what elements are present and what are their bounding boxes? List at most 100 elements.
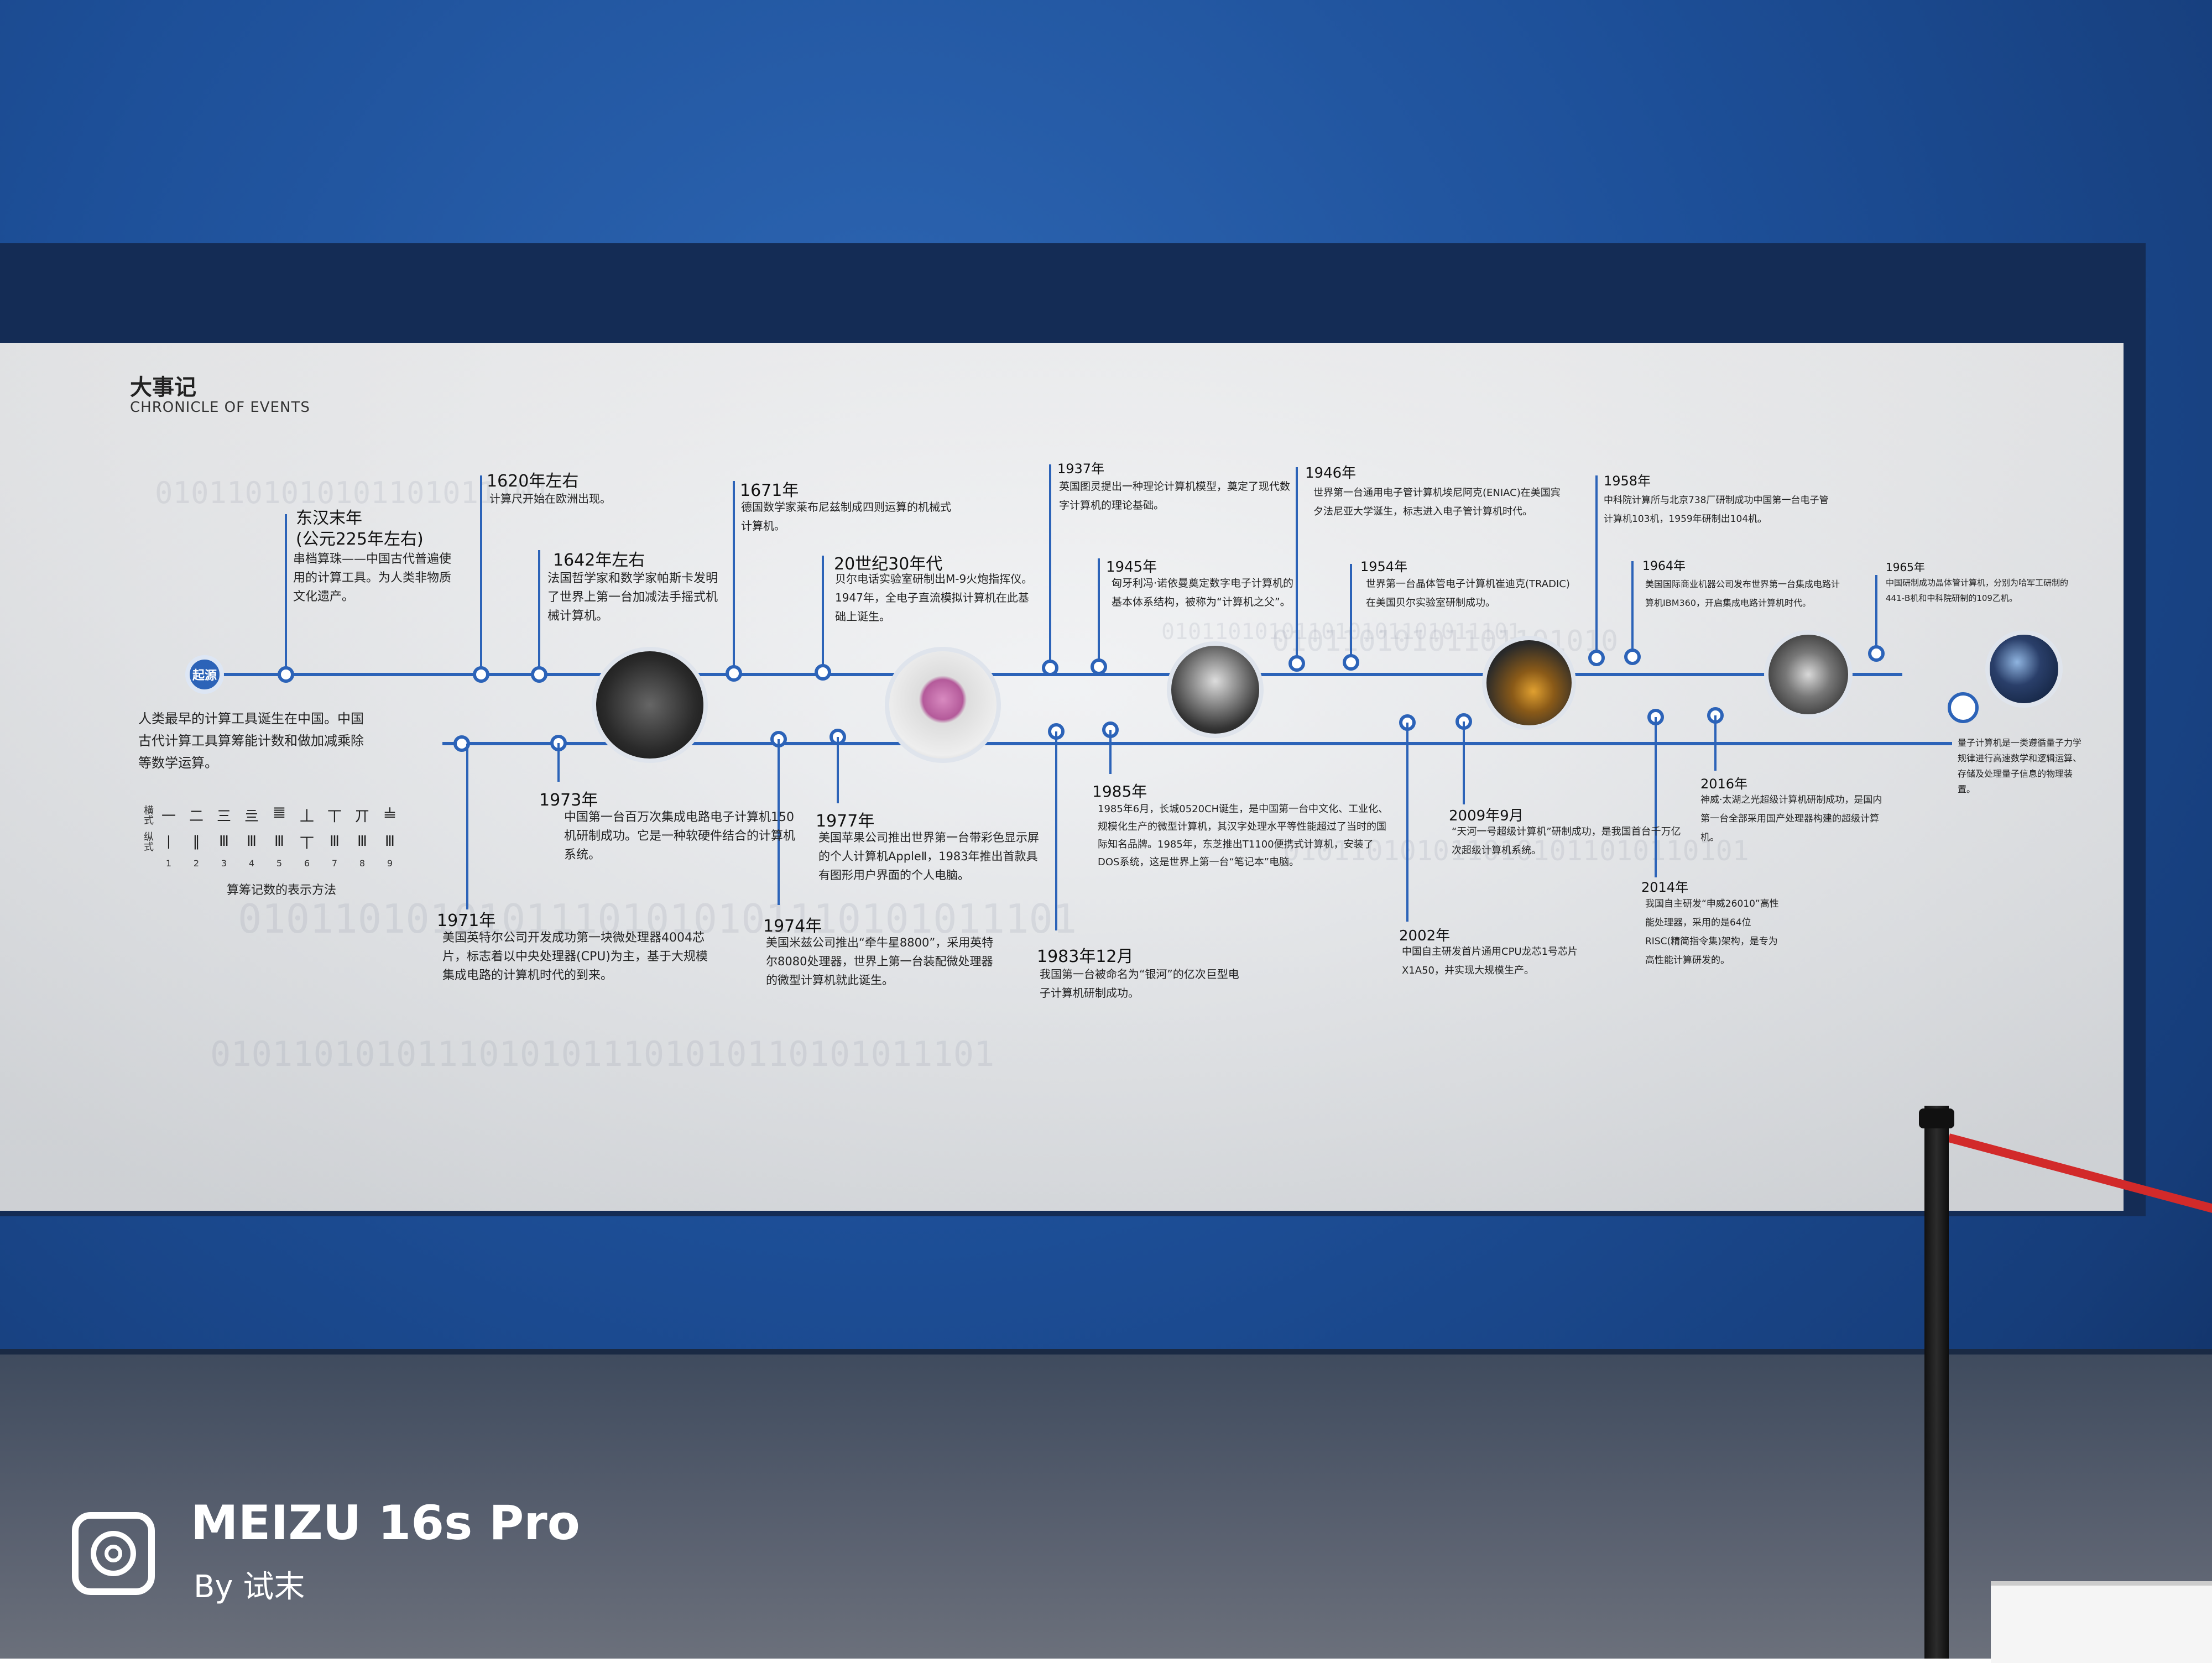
connector xyxy=(822,556,824,673)
event-text: 美国苹果公司推出世界第一台带彩色显示屏的个人计算机AppleⅡ，1983年推出首… xyxy=(818,831,1039,882)
board-subtitle: CHRONICLE OF EVENTS xyxy=(130,399,310,416)
watermark-brand: MEIZU 16s Pro xyxy=(191,1495,580,1551)
event-year: 1971年 xyxy=(437,911,496,930)
event-text: 神威·太湖之光超级计算机研制成功，是国内第一台全部采用国产处理器构建的超级计算机… xyxy=(1700,794,1882,843)
rod-number: 4 xyxy=(248,857,255,869)
event-text: 美国英特尔公司开发成功第一块微处理器4004芯片，标志着以中央处理器(CPU)为… xyxy=(442,931,708,982)
rod-symbol: Ⅲ xyxy=(357,833,367,850)
sunway-photo xyxy=(1764,630,1853,719)
timeline-dot xyxy=(1588,650,1605,666)
event-year: 1642年左右 xyxy=(553,551,645,570)
event-year: 东汉末年 xyxy=(296,509,362,528)
rod-symbol: Ⅲ xyxy=(247,833,257,850)
rod-number: 9 xyxy=(387,857,393,869)
event-text: 计算尺开始在欧洲出现。 xyxy=(489,492,611,505)
event-text: 法国哲学家和数学家帕斯卡发明了世界上第一台加减法手摇式机械计算机。 xyxy=(547,572,718,623)
timeline-dot xyxy=(1343,654,1359,671)
connector xyxy=(1655,717,1657,877)
event-text: 美国国际商业机器公司发布世界第一台集成电路计算机IBM360，开启集成电路计算机… xyxy=(1645,579,1840,608)
event-text: 中国自主研发首片通用CPU龙芯1号芯片X1A50，并实现大规模生产。 xyxy=(1402,946,1578,976)
barrier-post xyxy=(1924,1106,1949,1659)
event-year-sub: (公元225年左右) xyxy=(296,530,424,549)
rod-symbol: 丅 xyxy=(327,808,342,825)
event-text: 中科院计算所与北京738厂研制成功中国第一台电子管计算机103机，1959年研制… xyxy=(1604,495,1829,525)
board-title: 大事记 xyxy=(130,375,196,400)
binary-decoration: 01011010101101101010 xyxy=(1272,625,1619,658)
rod-number: 1 xyxy=(165,857,172,869)
event-text: 匈牙利冯·诺依曼奠定数字电子计算机的基本体系结构，被称为“计算机之父”。 xyxy=(1112,577,1294,608)
connector xyxy=(837,737,839,803)
event-year: 1985年 xyxy=(1092,782,1147,801)
connector xyxy=(480,475,482,674)
event-text: 贝尔电话实验室研制出M-9火炮指挥仪。1947年，全电子直流模拟计算机在此基础上… xyxy=(835,572,1033,623)
event-year: 2009年9月 xyxy=(1449,808,1524,824)
timeline-dot xyxy=(1868,645,1885,662)
timeline-dot xyxy=(531,666,547,683)
binary-decoration: 0101101010101101011101 xyxy=(155,475,551,510)
camera-ring-icon xyxy=(91,1531,136,1576)
rod-symbol: 亖 xyxy=(244,808,259,825)
connector xyxy=(1055,731,1057,930)
connector xyxy=(1109,730,1112,774)
rod-symbol: Ⅲ xyxy=(385,833,395,850)
event-text: 中国第一台百万次集成电路电子计算机150机研制成功。它是一种软硬件结合的计算机系… xyxy=(564,810,796,862)
rod-symbol: 丄 xyxy=(299,808,314,825)
display-table-edge xyxy=(1991,1581,2212,1663)
rod-number: 5 xyxy=(276,857,283,869)
event-text: 1985年6月，长城0520CH诞生，是中国第一台中文化、工业化、规模化生产的微… xyxy=(1098,803,1389,868)
rod-symbol: 三 xyxy=(216,808,231,825)
connector xyxy=(1714,715,1717,771)
counting-rods-table: 横式 一 二 三 亖 𝍤 丄 丅 丌 𝍧 纵式 丨 ‖ Ⅲ Ⅲ Ⅲ 丅 Ⅲ Ⅲ … xyxy=(133,802,420,871)
event-year: 1671年 xyxy=(740,481,799,500)
timeline-dot xyxy=(1288,655,1305,672)
barrier-post-cap xyxy=(1919,1108,1954,1128)
rod-symbol: 二 xyxy=(189,808,204,825)
timeline-dot xyxy=(815,664,831,681)
connector xyxy=(538,550,540,674)
watermark-author: By 试末 xyxy=(194,1569,305,1605)
quantum-computer-photo xyxy=(1985,630,2063,708)
event-text: 我国自主研发“申威26010”高性能处理器，采用的是64位RISC(精简指令集)… xyxy=(1645,898,1779,966)
event-year: 1620年左右 xyxy=(487,472,579,491)
connector xyxy=(733,481,735,674)
connector xyxy=(466,744,468,909)
quantum-text: 量子计算机是一类遵循量子力学规律进行高速数学和逻辑运算、存储及处理量子信息的物理… xyxy=(1958,738,2082,794)
connector xyxy=(1631,561,1634,658)
row-label: 横式 xyxy=(142,805,154,825)
connector xyxy=(1049,464,1051,669)
timeline-dot xyxy=(1091,658,1107,675)
binary-decoration: 010110101011010101101011101 xyxy=(1161,619,1521,645)
board-lighting xyxy=(0,343,2124,1211)
event-text: 我国第一台被命名为“银河”的亿次巨型电子计算机研制成功。 xyxy=(1040,968,1239,1000)
connector xyxy=(1098,558,1100,669)
connector xyxy=(1875,575,1877,652)
timeline-dot xyxy=(473,666,489,683)
horizontal-row: 横式 一 二 三 亖 𝍤 丄 丅 丌 𝍧 xyxy=(133,802,420,828)
event-text: 德国数学家莱布尼兹制成四则运算的机械式计算机。 xyxy=(741,500,951,532)
timeline-dot xyxy=(1102,721,1119,738)
connector xyxy=(557,743,560,782)
event-year: 1946年 xyxy=(1305,465,1357,482)
timeline-dot xyxy=(1042,660,1058,676)
event-year: 1973年 xyxy=(539,791,598,810)
event-year: 2014年 xyxy=(1641,880,1689,895)
event-year: 1958年 xyxy=(1604,473,1651,489)
binary-decoration: 0101101010110101011010110101 xyxy=(1283,835,1749,867)
connector xyxy=(1406,723,1408,922)
event-year: 1964年 xyxy=(1642,559,1686,573)
connector xyxy=(1595,475,1598,658)
lower-timeline xyxy=(442,742,1952,745)
number-row: 1 2 3 4 5 6 7 8 9 xyxy=(133,855,420,871)
rod-symbol: 𝍤 xyxy=(273,805,285,822)
rod-symbol: ‖ xyxy=(192,833,200,850)
event-year: 20世纪30年代 xyxy=(834,555,943,574)
camera-logo-icon xyxy=(72,1512,155,1595)
table-caption: 算筹记数的表示方法 xyxy=(227,883,337,897)
event-year: 1983年12月 xyxy=(1037,947,1134,966)
event-year: 2002年 xyxy=(1399,928,1451,944)
event-text: 世界第一台晶体管电子计算机崔迪克(TRADIC)在美国贝尔实验室研制成功。 xyxy=(1366,578,1570,609)
rod-symbol: Ⅲ xyxy=(219,833,229,850)
laptop-photo xyxy=(885,647,1001,763)
timeline-end-marker xyxy=(1948,692,1979,723)
timeline-dot xyxy=(278,666,294,683)
